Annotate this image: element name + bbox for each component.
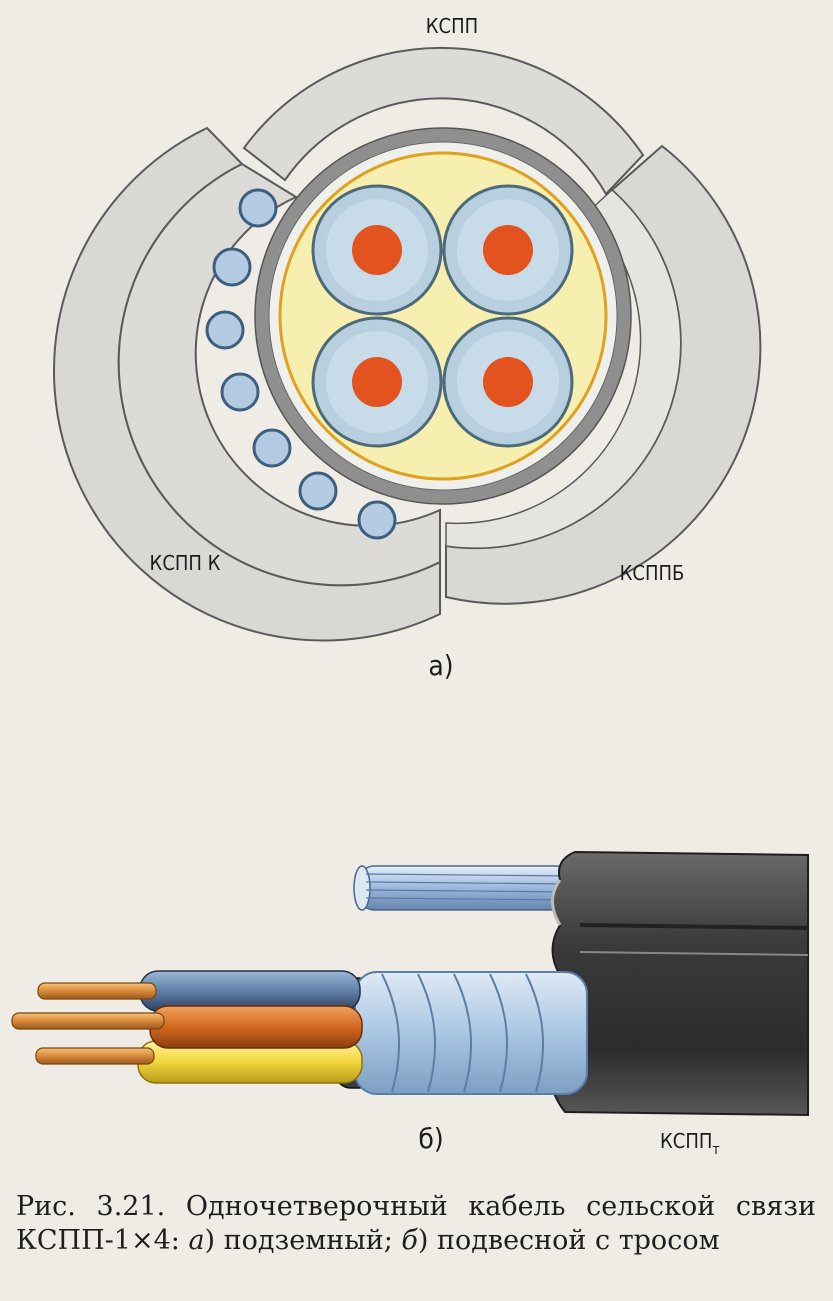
conductor-2 [483, 225, 533, 275]
panel-label-b: б) [418, 1122, 443, 1155]
caption-a-mark: а [188, 1225, 205, 1256]
core-blue [139, 970, 361, 1012]
armor-wires [205, 188, 397, 540]
armor-wire [212, 247, 252, 287]
figure-caption: Рис. 3.21. Одночетверочный кабель сельск… [16, 1190, 816, 1258]
label-kspp-t-sub: т [712, 1142, 719, 1158]
conductor-group [311, 184, 574, 448]
caption-b-text: ) подвесной с тросом [417, 1225, 720, 1256]
conductor-wire [37, 982, 157, 1000]
outer-sheath-black [550, 850, 809, 1117]
conductor-3 [352, 357, 402, 407]
conductor-4 [483, 357, 533, 407]
armor-wire [252, 428, 292, 468]
conductor-1 [352, 225, 402, 275]
core-orange [149, 1005, 363, 1049]
conductor-wire [11, 1012, 165, 1030]
armor-wire [298, 471, 338, 511]
caption-a-text: ) подземный; [204, 1225, 402, 1256]
cross-section-diagram: КСПП КСПП К КСППБ а) [53, 14, 762, 682]
caption-b-mark: б [401, 1225, 418, 1256]
armor-tape [354, 971, 588, 1095]
insulated-cores [137, 970, 363, 1084]
panel-label-a: а) [428, 649, 453, 682]
core-filler [278, 151, 608, 481]
sheath-kspp-top [242, 46, 645, 196]
label-kspp: КСПП [426, 14, 478, 38]
wire-armor-ring [117, 162, 441, 587]
caption-lead: Рис. 3.21. Одночетверочный кабель сельск… [16, 1191, 816, 1256]
conductor-wire [35, 1047, 155, 1065]
copper-conductors [11, 982, 165, 1065]
armor-wire [205, 310, 245, 350]
armor-wire [357, 500, 397, 540]
side-view-diagram: б) КСППт [11, 850, 809, 1158]
suspension-rope [353, 865, 571, 911]
label-ksppb: КСППБ [620, 561, 685, 585]
label-kspp-t-main: КСПП [660, 1129, 712, 1153]
armor-wire [220, 372, 260, 412]
label-kspp-k: КСПП К [150, 551, 221, 575]
armor-wire [238, 188, 278, 228]
tape-armor-layer [445, 188, 682, 549]
label-kspp-t: КСППт [660, 1129, 720, 1158]
